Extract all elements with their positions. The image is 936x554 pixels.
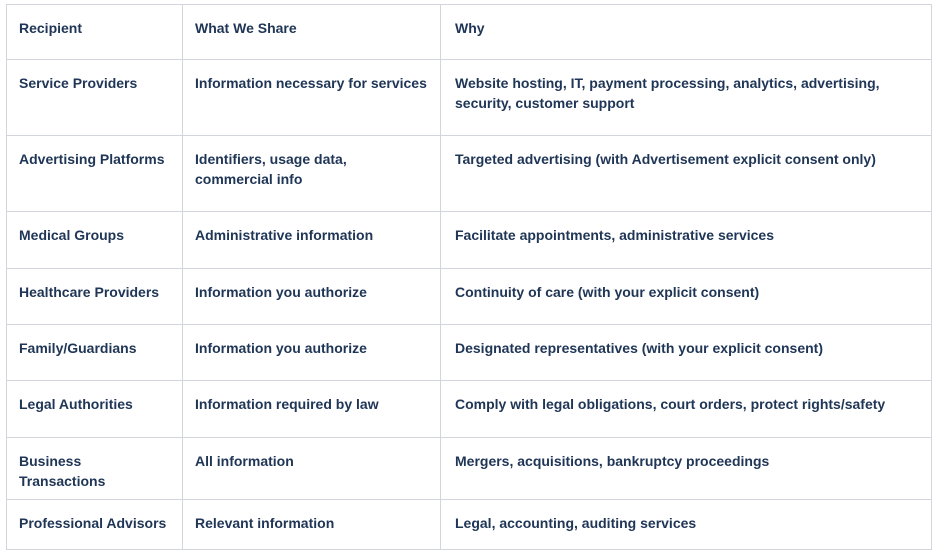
cell-what-we-share: Relevant information [182, 499, 441, 550]
table-row: Family/Guardians Information you authori… [6, 324, 932, 381]
cell-recipient: Business Transactions [6, 437, 183, 500]
cell-why: Mergers, acquisitions, bankruptcy procee… [440, 437, 932, 500]
table-row: Business Transactions All information Me… [6, 437, 932, 500]
cell-what-we-share: Information required by law [182, 380, 441, 438]
cell-why: Targeted advertising (with Advertisement… [440, 135, 932, 212]
table-row: Advertising Platforms Identifiers, usage… [6, 135, 932, 212]
cell-what-we-share: All information [182, 437, 441, 500]
column-header-why: Why [440, 4, 932, 60]
table-row: Medical Groups Administrative informatio… [6, 211, 932, 269]
table-row: Service Providers Information necessary … [6, 59, 932, 136]
column-header-what-we-share: What We Share [182, 4, 441, 60]
cell-what-we-share: Information you authorize [182, 268, 441, 325]
cell-what-we-share: Information you authorize [182, 324, 441, 381]
cell-why: Continuity of care (with your explicit c… [440, 268, 932, 325]
cell-recipient: Advertising Platforms [6, 135, 183, 212]
cell-recipient: Legal Authorities [6, 380, 183, 438]
table-row: Professional Advisors Relevant informati… [6, 499, 932, 550]
cell-what-we-share: Identifiers, usage data, commercial info [182, 135, 441, 212]
cell-why: Comply with legal obligations, court ord… [440, 380, 932, 438]
cell-recipient: Professional Advisors [6, 499, 183, 550]
data-sharing-table: Recipient What We Share Why Service Prov… [6, 4, 932, 550]
cell-recipient: Service Providers [6, 59, 183, 136]
cell-why: Designated representatives (with your ex… [440, 324, 932, 381]
cell-recipient: Family/Guardians [6, 324, 183, 381]
cell-recipient: Healthcare Providers [6, 268, 183, 325]
cell-what-we-share: Information necessary for services [182, 59, 441, 136]
cell-why: Facilitate appointments, administrative … [440, 211, 932, 269]
table-row: Legal Authorities Information required b… [6, 380, 932, 438]
column-header-recipient: Recipient [6, 4, 183, 60]
cell-recipient: Medical Groups [6, 211, 183, 269]
cell-what-we-share: Administrative information [182, 211, 441, 269]
table-header-row: Recipient What We Share Why [6, 4, 932, 60]
table-row: Healthcare Providers Information you aut… [6, 268, 932, 325]
cell-why: Website hosting, IT, payment processing,… [440, 59, 932, 136]
cell-why: Legal, accounting, auditing services [440, 499, 932, 550]
